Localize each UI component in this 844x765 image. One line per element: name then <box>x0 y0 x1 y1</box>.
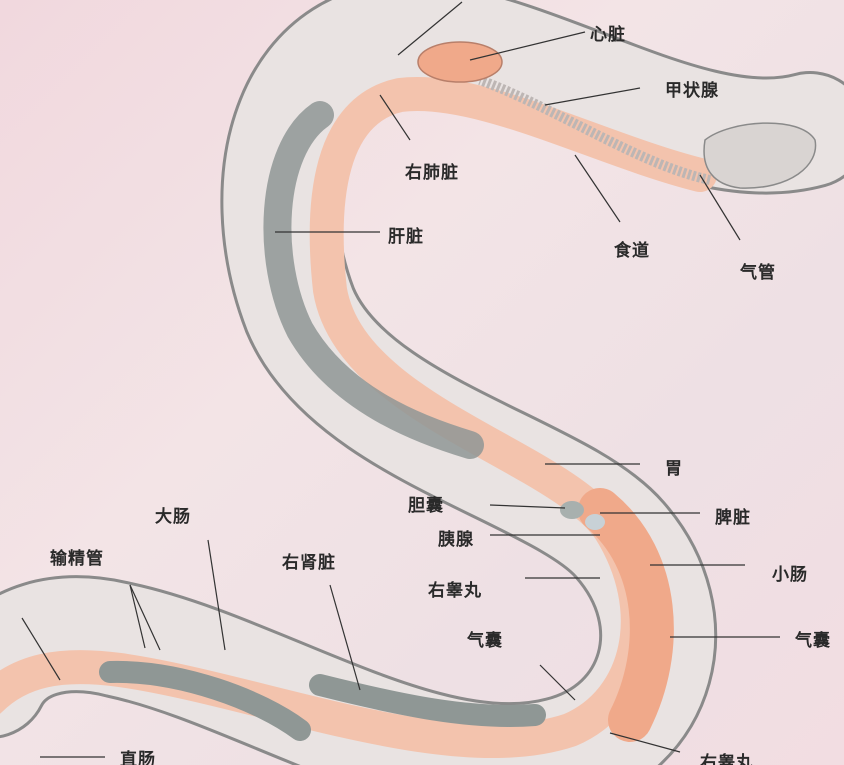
right-lung-leader <box>379 94 411 141</box>
label-small-intestine: 小肠 <box>772 565 808 585</box>
label-liver: 肝脏 <box>388 227 424 247</box>
label-stomach: 胃 <box>665 459 683 479</box>
label-pancreas: 胰腺 <box>438 530 474 550</box>
heart-shape <box>417 41 503 83</box>
kidney-shape <box>309 674 546 727</box>
edge-leader-top <box>397 1 463 56</box>
edge-leader-left <box>21 617 61 681</box>
thyroid-leader <box>544 87 641 106</box>
air-sac-leader <box>539 664 576 701</box>
label-gallbladder: 胆囊 <box>408 496 444 516</box>
spleen-shape <box>585 514 605 530</box>
head-shape <box>703 122 817 189</box>
gallbladder-leader <box>489 504 566 509</box>
label-right-kidney: 右肾脏 <box>282 553 336 573</box>
label-heart: 心脏 <box>590 25 626 45</box>
gallbladder-shape <box>560 501 584 519</box>
label-vas-deferens: 输精管 <box>50 549 104 569</box>
vas-deferens-leader-1 <box>129 584 161 651</box>
label-spleen: 脾脏 <box>715 508 751 528</box>
rectum-shape <box>99 660 311 741</box>
esophagus-leader <box>574 154 621 223</box>
vas-deferens-leader-2 <box>129 584 146 649</box>
right-testis-bottom-leader <box>609 732 681 753</box>
label-right-testis: 右睾丸 <box>428 581 482 601</box>
trachea-leader <box>699 174 741 241</box>
liver-shape <box>263 101 484 459</box>
label-esophagus: 食道 <box>614 241 650 261</box>
leader-lines <box>21 1 780 758</box>
small-intestine-shape <box>578 488 674 742</box>
large-intestine-leader <box>207 539 226 651</box>
label-right-testis-bottom: 右睾丸 <box>700 753 754 765</box>
label-thyroid: 甲状腺 <box>665 81 719 101</box>
label-rectum: 直肠 <box>120 750 156 765</box>
heart-leader <box>469 31 586 61</box>
right-kidney-leader <box>329 584 361 691</box>
label-large-intestine: 大肠 <box>155 507 191 527</box>
label-right-lung: 右肺脏 <box>405 163 459 183</box>
trachea-tube <box>478 75 712 185</box>
label-air-sac: 气囊 <box>467 631 503 651</box>
label-air-sac-right: 气囊 <box>795 631 831 651</box>
label-trachea: 气管 <box>740 263 776 283</box>
